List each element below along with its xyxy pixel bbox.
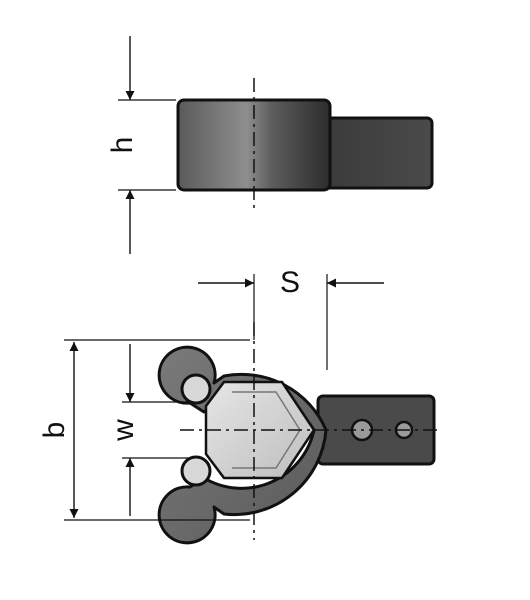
front-view-jaw-tip-bottom bbox=[180, 455, 212, 487]
dimension-s-label: S bbox=[280, 266, 300, 299]
dimension-b-label: b bbox=[38, 422, 71, 439]
front-view bbox=[157, 322, 440, 545]
dimension-w: w bbox=[107, 344, 190, 516]
dimension-h-label: h bbox=[106, 137, 139, 154]
dimension-b: b bbox=[38, 339, 250, 521]
front-view-hex-opening bbox=[204, 380, 316, 480]
front-view-jaw-tip-top bbox=[180, 373, 212, 405]
dimension-w-label: w bbox=[107, 419, 140, 442]
side-view-shank bbox=[320, 116, 434, 190]
side-view bbox=[176, 78, 434, 208]
dimension-s: S bbox=[198, 266, 384, 370]
dimension-h: h bbox=[106, 36, 176, 254]
